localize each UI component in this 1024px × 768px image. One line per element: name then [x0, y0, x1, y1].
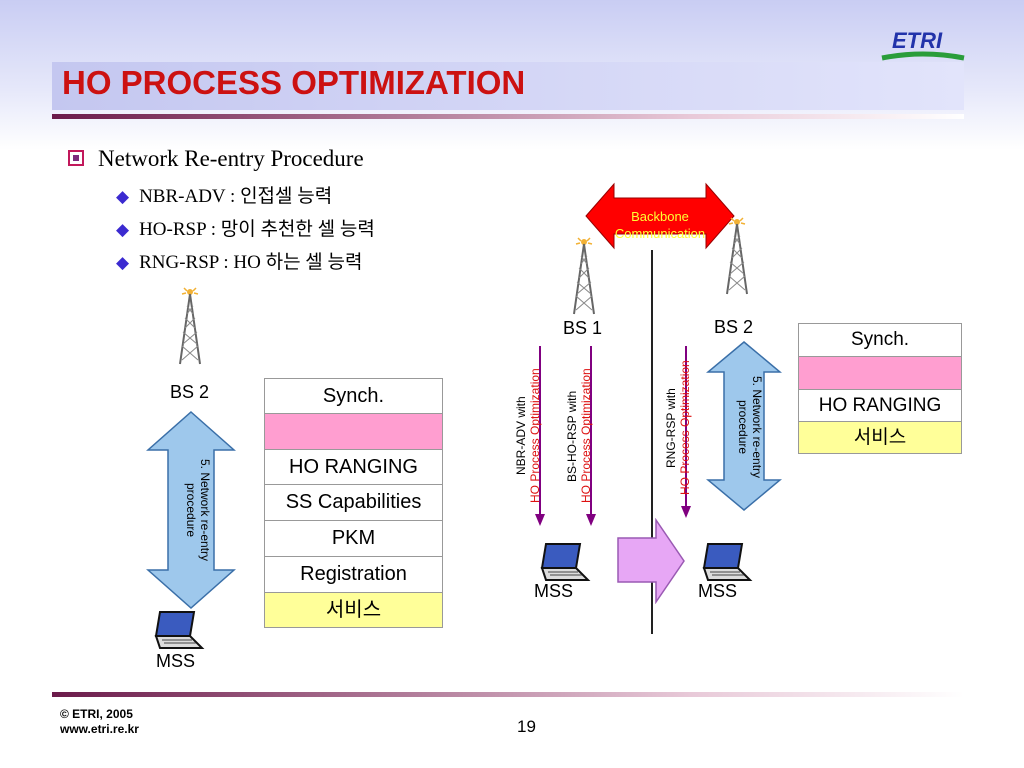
message-arrows	[535, 346, 691, 526]
step-cell: SS Capabilities	[264, 484, 443, 521]
double-arrow-icon	[146, 410, 236, 610]
step-cell: Registration	[264, 556, 443, 593]
step-cell: 서비스	[798, 421, 962, 454]
logo-text: ETRI	[892, 28, 943, 53]
mss1-label: MSS	[534, 581, 574, 601]
backbone-text: Backbone Communication	[590, 208, 730, 242]
bs2-label-left: BS 2	[170, 382, 210, 402]
logo-arc	[881, 51, 965, 61]
left-arrow-text: 5. Network re-entry procedure	[172, 430, 212, 590]
message-label: BS-HO-RSP with HO Process Optimization	[565, 356, 599, 516]
step-cell: 서비스	[264, 592, 443, 628]
step-cell: HO RANGING	[264, 449, 443, 485]
backbone-text-line: Backbone	[631, 209, 689, 224]
message-line: HO Process Optimization	[678, 360, 692, 496]
square-bullet-icon	[68, 150, 84, 166]
sub-bullet: ◆ HO-RSP : 망이 추천한 셀 능력	[116, 214, 375, 241]
mss2-label: MSS	[698, 581, 738, 601]
laptop-icon	[155, 611, 203, 649]
step-cell: HO RANGING	[798, 389, 962, 422]
sub-bullet: ◆ RNG-RSP : HO 하는 셀 능력	[116, 247, 363, 274]
diamond-bullet-icon: ◆	[116, 187, 130, 206]
etri-logo: ETRI	[880, 28, 966, 62]
laptop-icon	[703, 543, 751, 581]
footer-credit: © ETRI, 2005 www.etri.re.kr	[60, 707, 139, 737]
message-line: NBR-ADV with	[514, 396, 528, 476]
arrow-text-line: 5. Network re-entry	[198, 458, 212, 562]
title-bar	[52, 62, 964, 110]
laptop-icon	[541, 543, 589, 581]
message-line: HO Process Optimization	[528, 368, 542, 504]
sub-bullet: ◆ NBR-ADV : 인접셀 능력	[116, 181, 332, 208]
page-title: HO PROCESS OPTIMIZATION	[62, 64, 526, 101]
tower-icon	[179, 287, 201, 365]
tower-icon	[573, 237, 595, 315]
arrow-text-line: 5. Network re-entry	[750, 375, 764, 479]
footer-url: www.etri.re.kr	[60, 722, 139, 736]
handover-arrow-icon	[617, 518, 685, 604]
main-bullet: Network Re-entry Procedure	[68, 146, 364, 172]
message-line: HO Process Optimization	[579, 368, 593, 504]
sub-bullet-text: HO-RSP : 망이 추천한 셀 능력	[139, 219, 375, 240]
message-line: BS-HO-RSP with	[565, 390, 579, 482]
diamond-bullet-icon: ◆	[116, 253, 130, 272]
step-cell	[798, 356, 962, 390]
main-bullet-text: Network Re-entry Procedure	[98, 146, 364, 171]
step-cell: Synch.	[264, 378, 443, 414]
footer-copyright: © ETRI, 2005	[60, 707, 133, 721]
step-cell: PKM	[264, 520, 443, 557]
arrow-text-line: procedure	[184, 482, 198, 538]
bs2-label-right: BS 2	[714, 317, 754, 337]
diamond-bullet-icon: ◆	[116, 220, 130, 239]
tower-icon	[726, 217, 748, 295]
footer-divider	[52, 692, 964, 697]
sub-bullet-text: NBR-ADV : 인접셀 능력	[139, 186, 333, 207]
page-number: 19	[517, 717, 536, 736]
arrow-text-line: procedure	[736, 399, 750, 455]
step-cell	[264, 413, 443, 450]
message-label: RNG-RSP with HO Process Optimization	[664, 348, 698, 508]
mss-label-left: MSS	[156, 651, 196, 671]
header-divider	[52, 114, 964, 119]
bs1-label: BS 1	[563, 318, 603, 338]
right-arrow-text: 5. Network re-entry procedure	[726, 362, 764, 492]
step-cell: Synch.	[798, 323, 962, 357]
message-line: RNG-RSP with	[664, 388, 678, 468]
sub-bullet-text: RNG-RSP : HO 하는 셀 능력	[139, 252, 363, 273]
backbone-text-line: Communication	[614, 226, 706, 241]
backbone-arrow-icon	[585, 182, 735, 250]
cell-boundary-line	[651, 250, 653, 634]
double-arrow-icon	[706, 341, 782, 511]
message-label: NBR-ADV with HO Process Optimization	[514, 356, 548, 516]
